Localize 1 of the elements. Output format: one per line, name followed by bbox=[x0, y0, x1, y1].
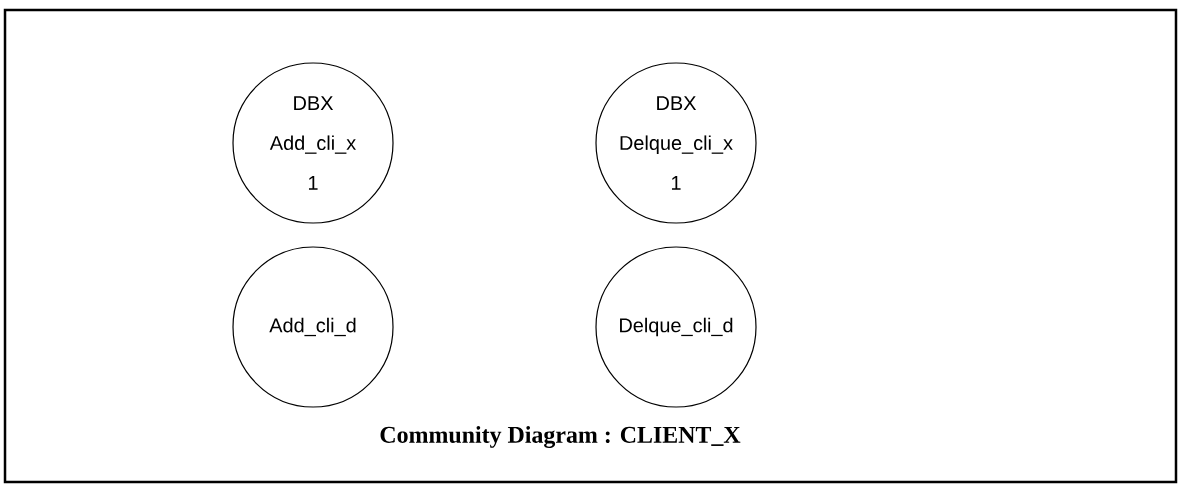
title: Community Diagram : CLIENT_X bbox=[380, 426, 741, 448]
